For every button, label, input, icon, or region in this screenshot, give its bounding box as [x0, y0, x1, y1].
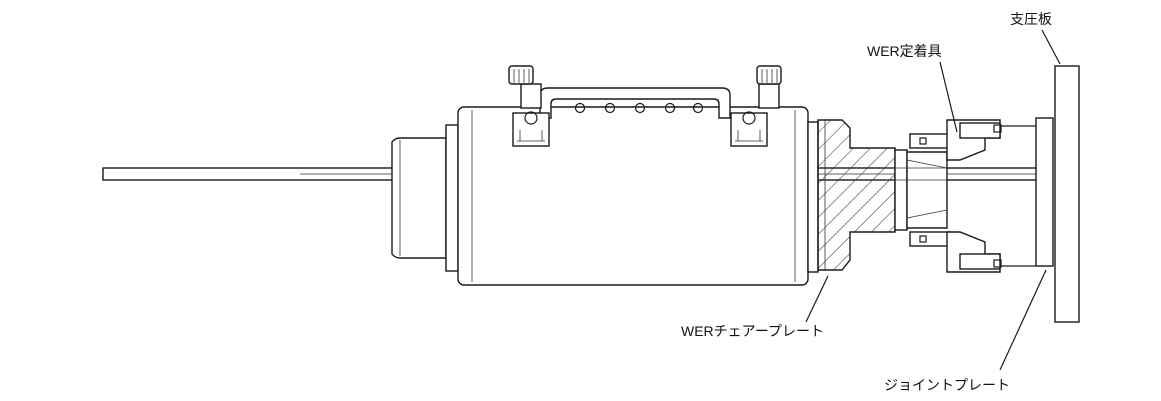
label-wer-teichakugu: WER定着具 — [867, 43, 942, 59]
leader-joint-plate — [999, 269, 1047, 371]
label-shiatsuban: 支圧板 — [1010, 11, 1052, 27]
jack-cylinder — [457, 106, 819, 286]
leader-wer-teichakugu — [939, 61, 958, 133]
joint-plate — [1000, 117, 1054, 267]
leader-shiatsuban — [1041, 29, 1061, 65]
wer-anchorage — [885, 119, 1002, 273]
bearing-plate — [1054, 65, 1080, 323]
left-handle-mount — [508, 65, 550, 147]
label-wer-chair-plate: WERチェアープレート — [681, 323, 824, 339]
wer-chair-plate — [817, 119, 896, 271]
leader-lines — [805, 29, 1061, 371]
jack-handle — [539, 87, 731, 119]
label-joint-plate: ジョイントプレート — [884, 377, 1010, 393]
leader-wer-chair-plate — [805, 275, 829, 323]
jack-rear-nose — [391, 124, 459, 272]
right-handle-mount — [730, 65, 782, 147]
